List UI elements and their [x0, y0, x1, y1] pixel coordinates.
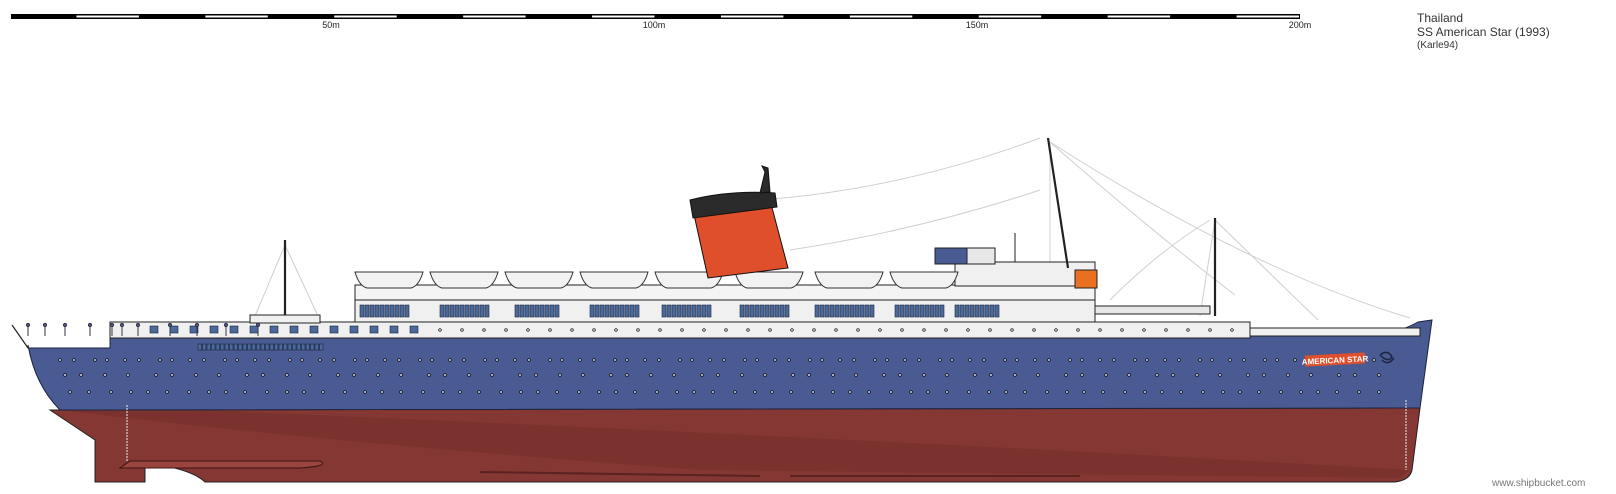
lifeboat: [734, 271, 804, 289]
author-label: (Karle94): [1417, 40, 1459, 51]
rigging: [254, 137, 1411, 321]
lifeboat: [504, 271, 574, 289]
funnel: [689, 165, 789, 279]
ship-name-label: SS American Star (1993): [1417, 25, 1550, 39]
hull-name-text: AMERICAN STAR: [1302, 354, 1369, 366]
lifeboat: [429, 271, 499, 289]
lifeboats: [354, 271, 959, 289]
anchor-icon: [1379, 351, 1395, 364]
country-label: Thailand: [1417, 11, 1464, 25]
windows: [149, 304, 1000, 351]
masts: [11, 137, 1217, 349]
bilge-keel: [118, 460, 323, 469]
main-mast: [1046, 137, 1070, 269]
scale-tick-label: 50m: [322, 20, 340, 30]
lifeboat: [814, 271, 884, 289]
watermark: www.shipbucket.com: [1492, 478, 1586, 489]
caption-block: Thailand SS American Star (1993) (Karle9…: [1417, 11, 1550, 53]
hull-name-plate: AMERICAN STAR: [1302, 352, 1369, 367]
deck-lamps: [25, 322, 261, 336]
scale-tick-label: 100m: [642, 20, 666, 30]
scale-bar: [11, 14, 1300, 19]
lifeboat: [579, 271, 649, 289]
portholes: [58, 328, 1381, 394]
scale-tick-label: 200m: [1288, 20, 1312, 30]
bilge-keel-line: [479, 471, 1080, 477]
lifeboat: [889, 271, 959, 289]
scale-tick-label: 150m: [965, 20, 989, 30]
lifeboat: [654, 271, 724, 289]
lifeboat: [354, 271, 424, 289]
hull-shadow: [60, 410, 1410, 478]
